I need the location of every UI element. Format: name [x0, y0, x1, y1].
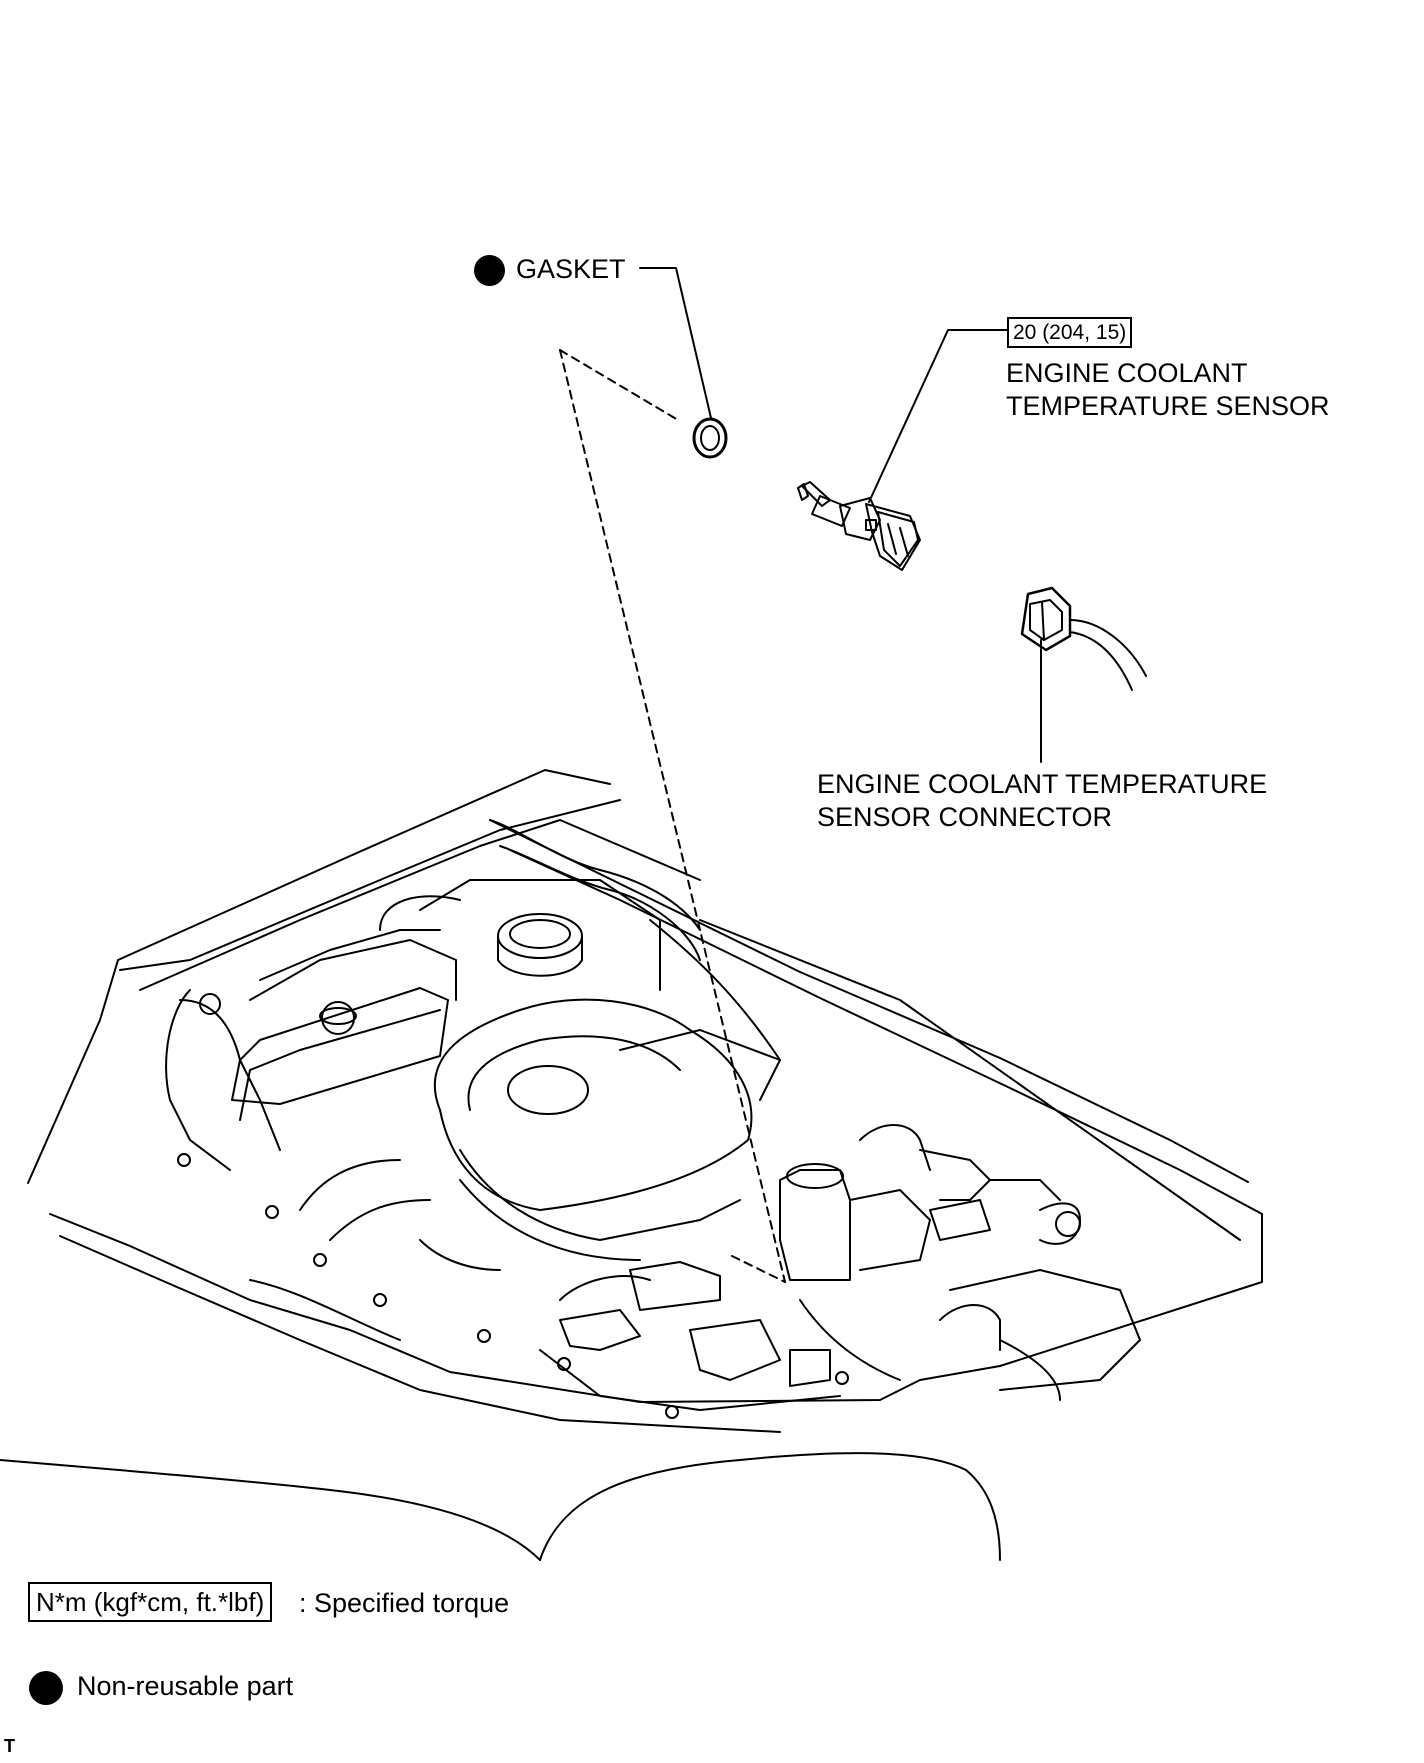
- engine-bay-outline: [0, 769, 1263, 1561]
- sensor-label-line1: ENGINE COOLANT: [1006, 358, 1248, 388]
- install-path-dashed-line: [559, 349, 786, 1283]
- legend-non-reusable-icon: [29, 1671, 63, 1705]
- gasket-ring: [692, 417, 728, 459]
- corner-mark: T: [4, 1736, 15, 1756]
- non-reusable-marker-icon: [474, 255, 505, 286]
- legend-torque-box: N*m (kgf*cm, ft.*lbf): [28, 1582, 273, 1622]
- sensor-label-line2: TEMPERATURE SENSOR: [1006, 391, 1330, 421]
- connector-label-line2: SENSOR CONNECTOR: [817, 802, 1113, 832]
- gasket-label: GASKET: [516, 254, 626, 284]
- sensor-leader-line: [868, 329, 1008, 503]
- sensor-connector: [1020, 586, 1147, 691]
- legend-torque-description: : Specified torque: [299, 1588, 510, 1618]
- gasket-leader-line: [639, 267, 712, 419]
- legend-non-reusable-description: Non-reusable part: [77, 1671, 294, 1701]
- connector-label-line1: ENGINE COOLANT TEMPERATURE: [817, 769, 1268, 799]
- torque-spec-box: 20 (204, 15): [1007, 317, 1133, 348]
- coolant-temperature-sensor: [797, 481, 921, 571]
